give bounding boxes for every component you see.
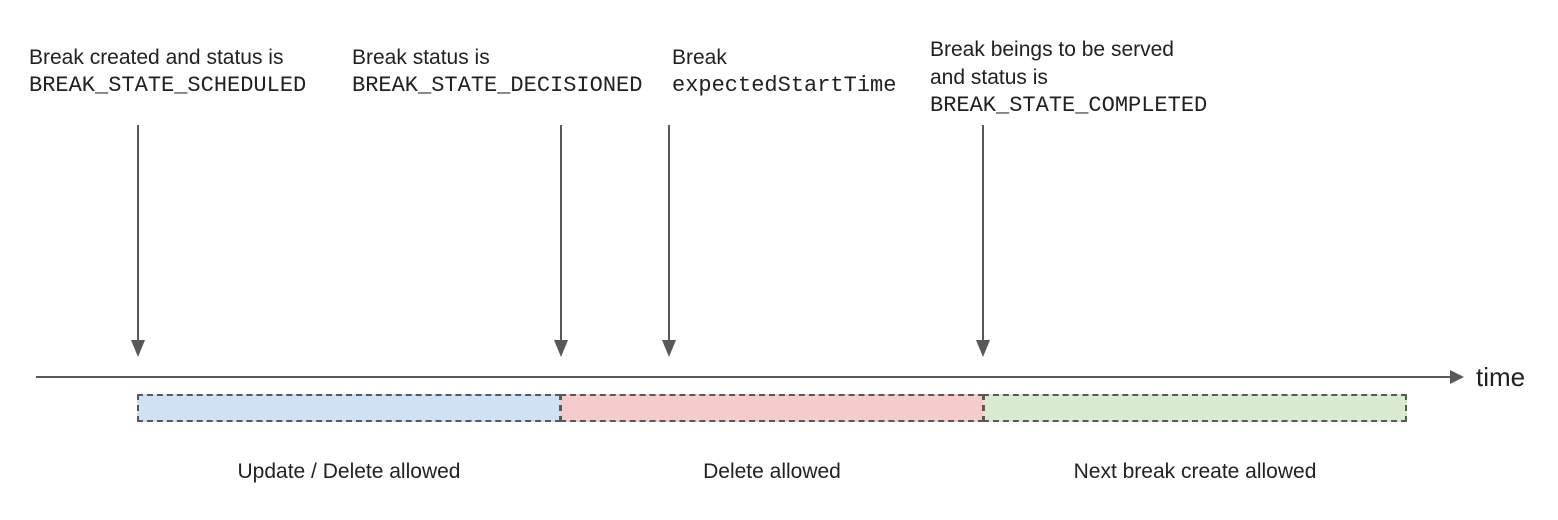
annotation-text: Break beings to be served xyxy=(930,38,1174,61)
arrow-shaft xyxy=(560,125,562,340)
down-arrow-decisioned-icon xyxy=(554,125,568,357)
arrow-head xyxy=(662,340,676,357)
arrow-shaft xyxy=(982,125,984,340)
timeline-axis-label: time xyxy=(1476,362,1526,392)
annotation-break-scheduled: Break created and status is BREAK_STATE_… xyxy=(29,44,306,100)
timeline-arrowhead-icon xyxy=(1450,370,1464,384)
label-next-break-create-allowed: Next break create allowed xyxy=(1073,460,1317,483)
annotation-text: Break created and status is xyxy=(29,46,284,69)
label-update-delete-allowed: Update / Delete allowed xyxy=(237,460,461,483)
label-delete-allowed: Delete allowed xyxy=(703,460,841,483)
arrow-head xyxy=(131,340,145,357)
down-arrow-completed-icon xyxy=(976,125,990,357)
arrow-head xyxy=(976,340,990,357)
segment-update-delete-allowed xyxy=(137,394,561,422)
arrow-shaft xyxy=(668,125,670,340)
expected-start-time-code: expectedStartTime xyxy=(672,73,897,98)
annotation-break-decisioned: Break status is BREAK_STATE_DECISIONED xyxy=(352,44,642,100)
annotation-break-completed: Break beings to be served and status is … xyxy=(930,36,1207,120)
down-arrow-scheduled-icon xyxy=(131,125,145,357)
segment-next-break-create-allowed xyxy=(983,394,1407,422)
segment-delete-allowed xyxy=(560,394,984,422)
annotation-expected-start-time: Break expectedStartTime xyxy=(672,44,896,100)
annotation-text: and status is xyxy=(930,66,1048,89)
arrow-shaft xyxy=(137,125,139,340)
arrow-head xyxy=(554,340,568,357)
timeline-axis xyxy=(36,376,1450,378)
break-state-decisioned-code: BREAK_STATE_DECISIONED xyxy=(352,73,643,98)
annotation-text: Break status is xyxy=(352,46,490,69)
annotation-text: Break xyxy=(672,46,727,69)
break-state-completed-code: BREAK_STATE_COMPLETED xyxy=(930,93,1208,118)
break-state-scheduled-code: BREAK_STATE_SCHEDULED xyxy=(29,73,307,98)
down-arrow-expected-start-icon xyxy=(662,125,676,357)
